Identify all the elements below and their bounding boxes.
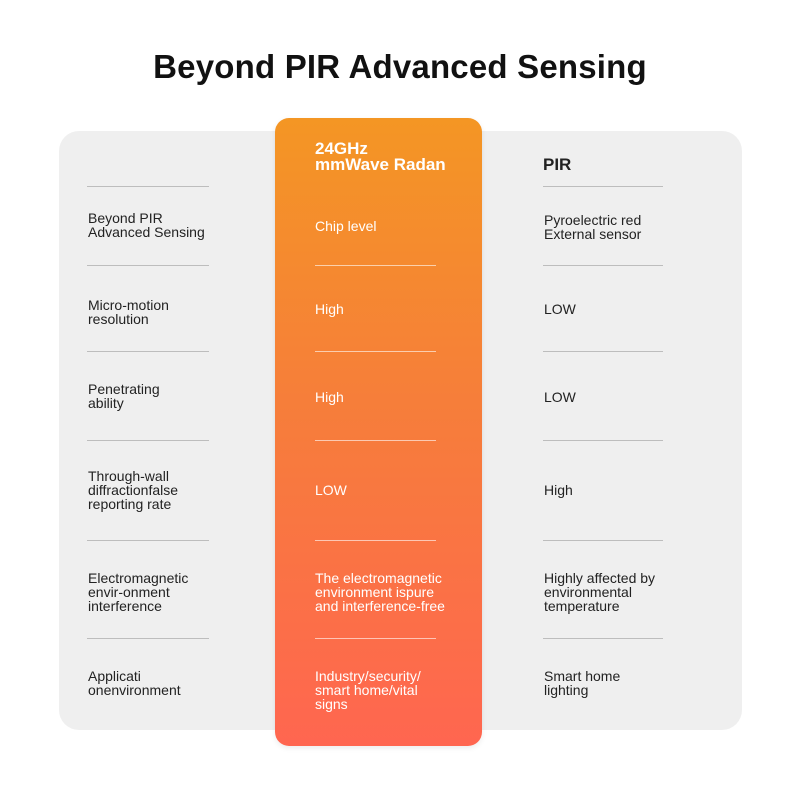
mmwave-value: High	[315, 301, 344, 317]
divider	[315, 638, 436, 639]
divider	[543, 638, 663, 639]
pir-value: Smart home lighting	[544, 668, 621, 698]
divider	[315, 540, 436, 541]
mmwave-value: Industry/security/ smart home/vital sign…	[315, 668, 421, 712]
feature-label: Micro-motion resolution	[88, 297, 169, 327]
divider	[543, 186, 663, 187]
divider	[87, 186, 209, 187]
mmwave-value: High	[315, 389, 344, 405]
pir-value: Pyroelectric red External sensor	[544, 212, 642, 242]
mmwave-column-highlight	[275, 118, 482, 746]
divider	[87, 265, 209, 266]
feature-label: Electromagnetic envir-onment interferenc…	[88, 570, 189, 614]
pir-column-header: PIR	[543, 155, 572, 174]
feature-label: Penetrating ability	[88, 381, 160, 411]
pir-value: High	[544, 482, 573, 498]
divider	[87, 638, 209, 639]
divider	[87, 540, 209, 541]
mmwave-column-header: 24GHz mmWave Radan	[315, 139, 446, 174]
feature-label: Beyond PIR Advanced Sensing	[88, 210, 205, 240]
mmwave-value: Chip level	[315, 218, 377, 234]
divider	[543, 351, 663, 352]
divider	[87, 351, 209, 352]
divider	[543, 540, 663, 541]
divider	[87, 440, 209, 441]
divider	[543, 440, 663, 441]
feature-label: Through-wall diffractionfalse reporting …	[88, 468, 179, 512]
pir-value: LOW	[544, 301, 576, 317]
feature-label: Applicati onenvironment	[88, 668, 181, 698]
pir-value: Highly affected by environmental tempera…	[544, 570, 656, 614]
divider	[315, 440, 436, 441]
page-title: Beyond PIR Advanced Sensing	[153, 48, 647, 85]
divider	[315, 351, 436, 352]
mmwave-value: The electromagnetic environment ispure a…	[315, 570, 445, 614]
pir-value: LOW	[544, 389, 576, 405]
mmwave-value: LOW	[315, 482, 347, 498]
divider	[543, 265, 663, 266]
divider	[315, 265, 436, 266]
